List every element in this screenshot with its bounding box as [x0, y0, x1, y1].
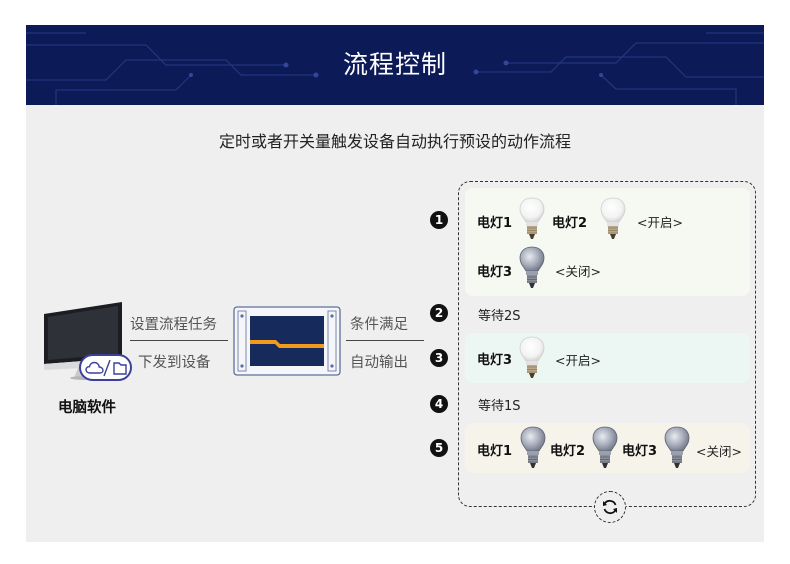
lamp-2-label: 电灯2: [552, 216, 588, 231]
header-banner: 流程控制: [26, 25, 764, 105]
lamp-2-label: 电灯2: [550, 444, 586, 459]
step-number-5: 5: [430, 439, 448, 457]
loop-arrows-icon: [603, 499, 617, 515]
page-subtitle: 定时或者开关量触发设备自动执行预设的动作流程: [218, 132, 571, 151]
lamp-3-label: 电灯3: [477, 353, 513, 368]
circuit-pattern: [26, 32, 764, 105]
step-number-3: 3: [430, 349, 448, 367]
bulb-on-icon: [519, 336, 545, 380]
state-on-label: <开启>: [555, 353, 601, 368]
step-3-card: 电灯3 <开启>: [465, 333, 750, 383]
controller-device-icon: [233, 306, 341, 376]
step-1-card: 电灯1 电灯2 <开启> 电灯3 <关闭>: [465, 188, 750, 296]
lamp-3-label: 电灯3: [622, 444, 658, 459]
bulb-off-icon: [519, 246, 545, 290]
state-on-label: <开启>: [637, 215, 683, 230]
page-title: 流程控制: [342, 50, 447, 79]
right-flow-line: [346, 340, 424, 341]
set-task-label: 设置流程任务: [130, 317, 217, 333]
wait-2s-label: 等待2S: [478, 309, 521, 324]
loop-icon: [594, 491, 626, 523]
slash-divider: [103, 359, 111, 377]
state-off-label: <关闭>: [555, 264, 601, 279]
step-5-card: 电灯1 电灯2 电灯3 <关闭>: [465, 423, 750, 473]
bulb-on-icon: [519, 197, 545, 241]
auto-output-label: 自动输出: [350, 355, 408, 371]
cloud-file-badge: [79, 354, 132, 381]
left-flow-line: [130, 340, 228, 341]
condition-met-label: 条件满足: [350, 317, 408, 333]
lamp-1-label: 电灯1: [477, 444, 513, 459]
bulb-on-icon: [600, 197, 626, 241]
lamp-1-label: 电灯1: [477, 216, 513, 231]
bulb-off-icon: [592, 426, 618, 470]
step-number-2: 2: [430, 304, 448, 322]
step-number-1: 1: [430, 211, 448, 229]
bulb-off-icon: [664, 426, 690, 470]
cloud-icon: [85, 361, 104, 374]
lamp-3-label: 电灯3: [477, 265, 513, 280]
step-number-4: 4: [430, 395, 448, 413]
state-off-label: <关闭>: [696, 444, 742, 459]
software-label: 电脑软件: [58, 400, 116, 416]
wait-1s-label: 等待1S: [478, 399, 521, 414]
file-icon: [113, 362, 127, 375]
bulb-off-icon: [520, 426, 546, 470]
send-to-device-label: 下发到设备: [138, 355, 211, 371]
